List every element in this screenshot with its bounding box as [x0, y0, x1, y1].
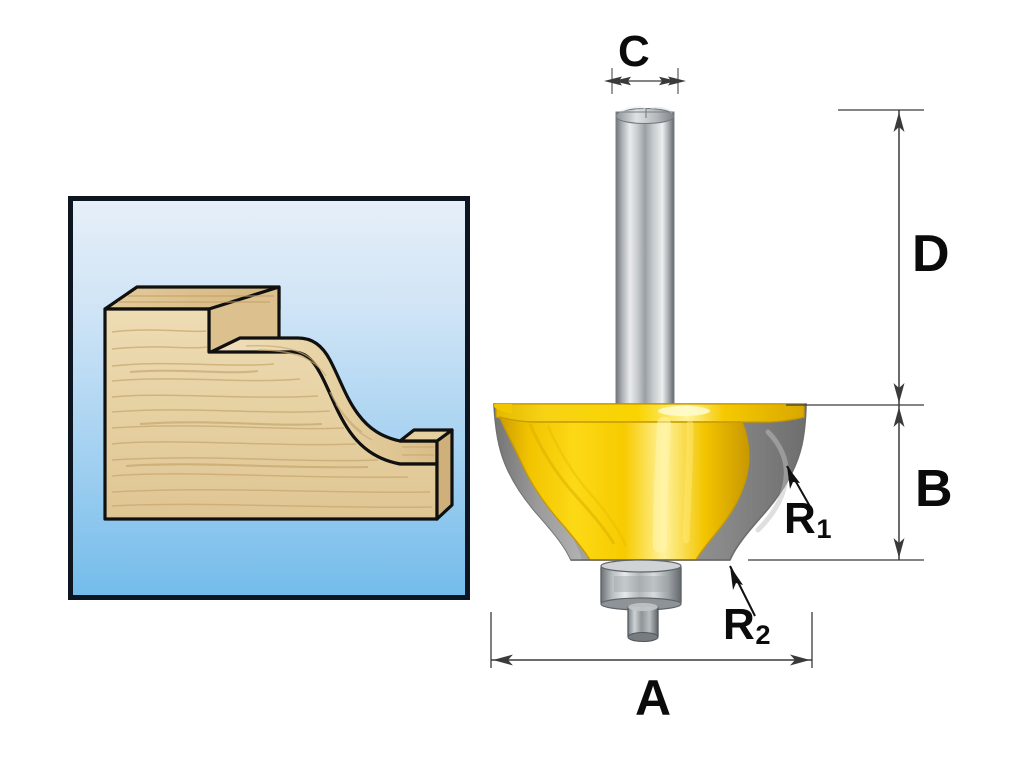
- leader-R2: [729, 565, 756, 617]
- dimension-D: [893, 110, 905, 405]
- bit-cutter: [493, 403, 807, 561]
- dimension-label-C: C: [618, 27, 650, 76]
- wood-grain: [111, 329, 433, 509]
- wood-grain-dark: [125, 369, 369, 469]
- dimension-lines: [490, 68, 924, 668]
- dimension-label-A: A: [635, 670, 672, 726]
- wood-grain-profile: [245, 344, 434, 456]
- bit-bearing: [600, 559, 682, 643]
- router-bit: [493, 106, 807, 643]
- dimension-label-D: D: [912, 225, 950, 283]
- wood-grain-top: [118, 295, 274, 303]
- dimension-A: [490, 612, 813, 668]
- dimension-label-r1: R1: [784, 494, 832, 544]
- bit-shank: [615, 106, 675, 405]
- dimension-label-B: B: [915, 460, 953, 518]
- leader-R1: [786, 465, 813, 511]
- dimension-C: [604, 68, 686, 94]
- wood-sample-panel: [68, 196, 470, 600]
- dimension-B: [893, 405, 905, 560]
- dimension-label-r2: R2: [723, 600, 771, 650]
